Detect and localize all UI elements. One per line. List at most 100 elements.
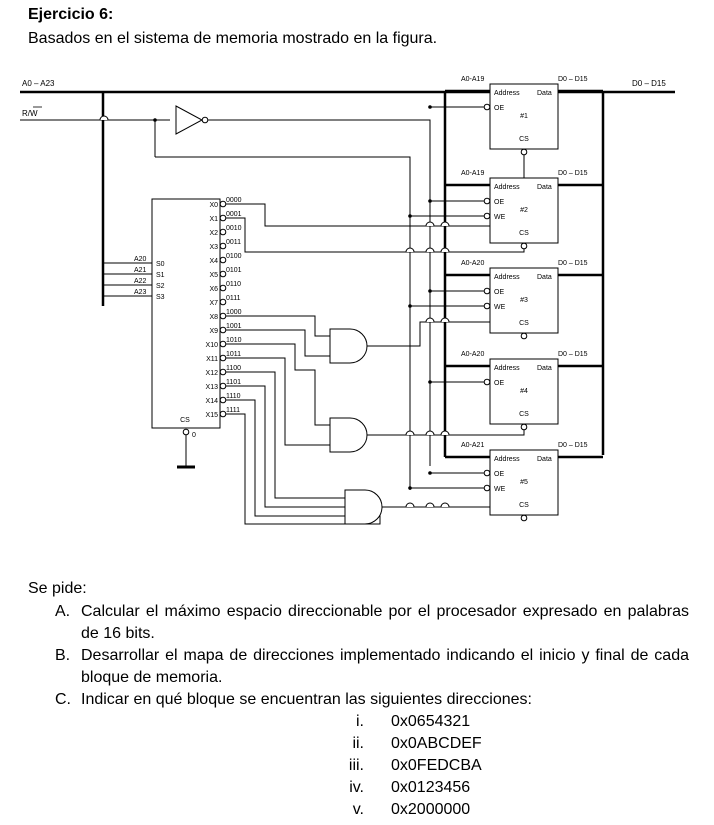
address-number: iii. (348, 757, 364, 774)
address-number: ii. (352, 735, 364, 752)
decoder-output-code: 1100 (226, 365, 241, 372)
memory-chip (489, 267, 559, 334)
wire-crossover (440, 502, 450, 508)
inversion-bubble (219, 228, 227, 236)
inversion-bubble (219, 270, 227, 278)
chip-id: #2 (520, 207, 528, 214)
wire-crossover (440, 221, 450, 227)
memory-chip (489, 177, 559, 244)
junction-dot (408, 486, 412, 490)
decoder-output-pin: X9 (209, 328, 218, 335)
inversion-bubble (219, 312, 227, 320)
wire (226, 343, 330, 426)
question-text: Indicar en qué bloque se encuentran las … (81, 691, 532, 708)
inversion-bubble (219, 242, 227, 250)
question-c: C. Indicar en qué bloque se encuentran l… (55, 689, 689, 711)
inversion-bubble (219, 340, 227, 348)
decoder-output-pin: X8 (209, 314, 218, 321)
decoder-input-pin: S1 (156, 272, 165, 279)
decoder-output-pin: X1 (209, 216, 218, 223)
wire-crossover (405, 430, 415, 436)
decoder-output-pin: X0 (209, 202, 218, 209)
address-value: 0x0654321 (391, 713, 471, 730)
decoder-output-code: 1101 (226, 379, 241, 386)
wire (226, 329, 330, 357)
chip-address-label: Address (494, 90, 520, 97)
inversion-bubble (520, 148, 528, 156)
inversion-bubble (219, 354, 227, 362)
address-bus-label: A0 – A23 (22, 79, 55, 88)
not-rw-line (208, 119, 431, 208)
decoder-output-pin: X3 (209, 244, 218, 251)
chip-data-bus: D0 – D15 (558, 76, 588, 83)
chip-data-bus: D0 – D15 (558, 260, 588, 267)
chip-address-bus: A0-A19 (461, 76, 484, 83)
decoder-output-pin: X4 (209, 258, 218, 265)
question-text: Desarrollar el mapa de direcciones imple… (81, 647, 689, 686)
decoder-output-pin: X10 (206, 342, 219, 349)
memory-chip (489, 358, 559, 425)
address-value: 0x0FEDCBA (391, 757, 482, 774)
chip-we-label: WE (494, 486, 506, 493)
decoder-output-pin: X11 (206, 356, 218, 363)
chip-data-label: Data (537, 456, 552, 463)
decoder-output-code: 1011 (226, 351, 241, 358)
decoder-input-pin: S0 (156, 261, 165, 268)
wire (226, 357, 330, 446)
decoder-output-pin: X5 (209, 272, 218, 279)
wire-crossover (440, 430, 450, 436)
decoder-output-code: 0101 (226, 267, 242, 274)
wire (226, 399, 345, 517)
wire-crossover (425, 502, 435, 508)
address-item: i.0x0654321 (330, 711, 470, 733)
chip-oe-label: OE (494, 289, 504, 296)
chip-id: #3 (520, 297, 528, 304)
wire (226, 315, 330, 337)
decoder-output-code: 0001 (226, 211, 242, 218)
wire-crossover (405, 247, 415, 253)
decoder-input-pin: S2 (156, 283, 165, 290)
junction-dot (408, 214, 412, 218)
wire (226, 217, 525, 253)
decoder-input-pin: S3 (156, 294, 165, 301)
decoder-output-pin: X2 (209, 230, 218, 237)
address-item: v.0x2000000 (330, 799, 470, 821)
inversion-bubble (483, 484, 491, 492)
chip-address-label: Address (494, 274, 520, 281)
chip-address-label: Address (494, 456, 520, 463)
chip-address-bus: A0-A21 (461, 442, 484, 449)
chip-data-label: Data (537, 90, 552, 97)
inversion-bubble (219, 326, 227, 334)
decoder-input-line: A22 (134, 278, 147, 285)
chip-address-label: Address (494, 365, 520, 372)
wire (226, 371, 345, 499)
wire (226, 203, 420, 227)
wire (226, 413, 381, 525)
questions-lead: Se pide: (28, 580, 87, 597)
decoder-output-code: 1000 (226, 309, 242, 316)
wire-crossover (99, 115, 109, 121)
chip-data-label: Data (537, 274, 552, 281)
inversion-bubble (219, 214, 227, 222)
question-letter: C. (55, 691, 71, 708)
wire-crossover (440, 247, 450, 253)
decoder-output-pin: X13 (206, 384, 219, 391)
inversion-bubble (483, 469, 491, 477)
rw-line-label: R/W (22, 109, 38, 118)
decoder-output-code: 0110 (226, 281, 241, 288)
inversion-bubble (182, 428, 190, 436)
chip-data-bus: D0 – D15 (558, 442, 588, 449)
chip-id: #5 (520, 479, 528, 486)
junction-dot (428, 471, 432, 475)
decoder-output-code: 1110 (226, 393, 241, 400)
wire-crossover (425, 317, 435, 323)
question-text: Calcular el máximo espacio direccionable… (81, 603, 689, 642)
chip-we-label: WE (494, 304, 506, 311)
wire-crossover (425, 221, 435, 227)
inversion-bubble (520, 423, 528, 431)
wire-crossover (440, 317, 450, 323)
decoder-output-code: 0111 (226, 295, 241, 302)
question-letter: B. (55, 647, 71, 664)
decoder-output-pin: X12 (206, 370, 219, 377)
decoder-output-pin: X6 (209, 286, 218, 293)
